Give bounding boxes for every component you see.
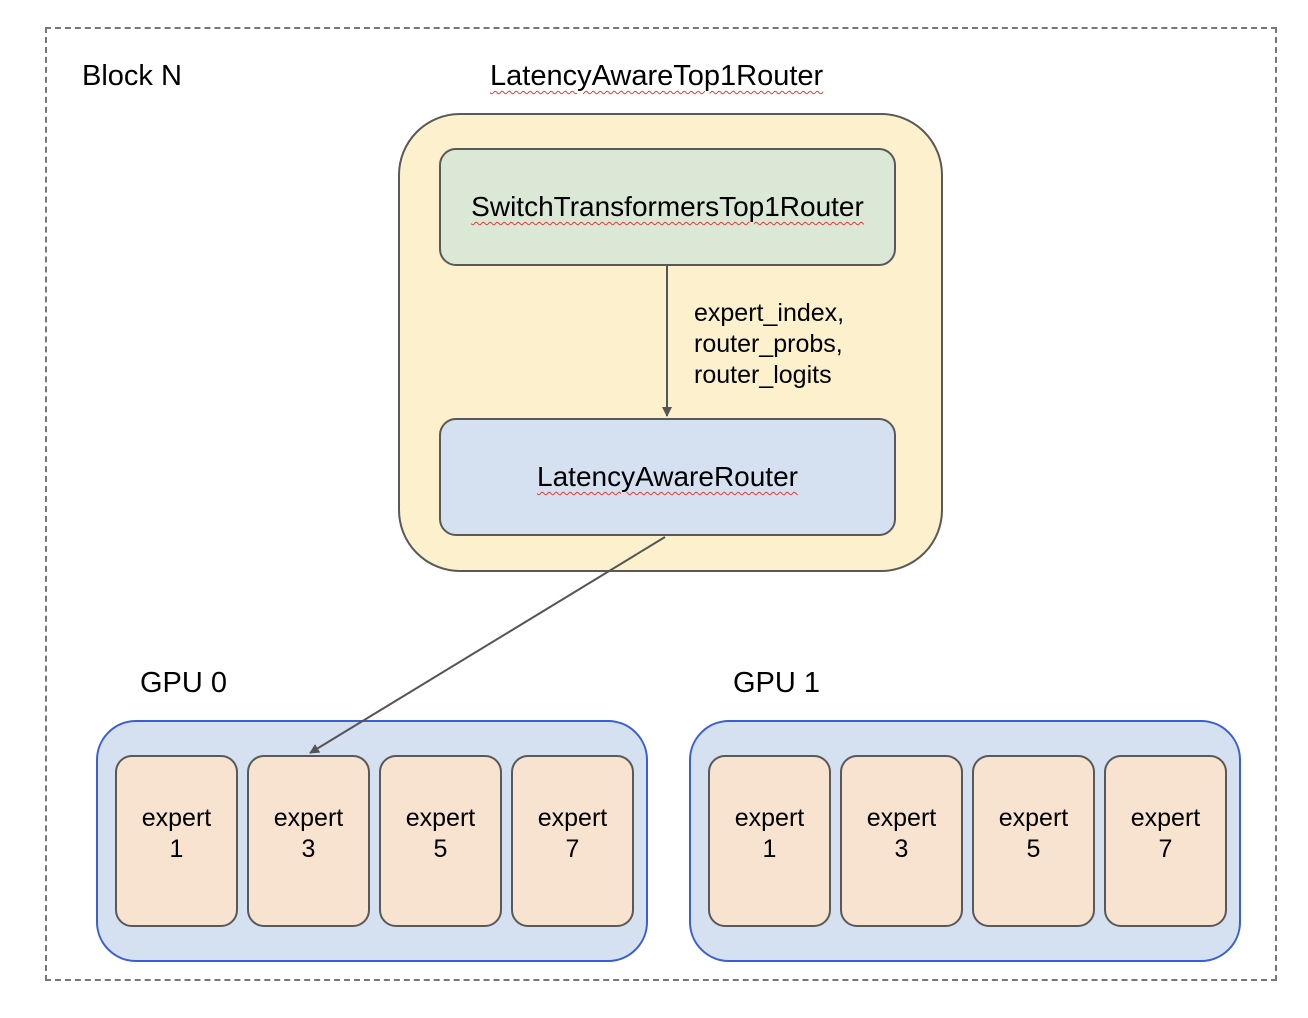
latency-aware-router-label: LatencyAwareRouter [537, 461, 798, 492]
edge-label-router-probs: router_probs, [694, 330, 843, 358]
router-title: LatencyAwareTop1Router [490, 60, 824, 92]
latency-aware-router-node: LatencyAwareRouter [439, 418, 896, 536]
switch-transformers-router-label: SwitchTransformersTop1Router [471, 191, 864, 222]
expert-number: 1 [169, 835, 184, 863]
expert-number: 7 [565, 835, 580, 863]
expert-word: expert [273, 804, 344, 832]
expert-number: 3 [894, 835, 909, 863]
expert-word: expert [1130, 804, 1201, 832]
expert-number: 5 [1026, 835, 1041, 863]
expert-number: 3 [301, 835, 316, 863]
gpu-0-expert-7: expert 7 [511, 755, 634, 927]
expert-word: expert [537, 804, 608, 832]
gpu-0-expert-5: expert 5 [379, 755, 502, 927]
gpu-1-label: GPU 1 [733, 667, 821, 699]
expert-number: 1 [762, 835, 777, 863]
expert-word: expert [405, 804, 476, 832]
expert-number: 7 [1158, 835, 1173, 863]
edge-label-outputs: expert_index, router_probs, router_logit… [694, 298, 844, 391]
gpu-0-expert-3: expert 3 [247, 755, 370, 927]
edge-label-router-logits: router_logits [694, 361, 832, 389]
gpu-1-expert-5: expert 5 [972, 755, 1095, 927]
gpu-0-expert-1: expert 1 [115, 755, 238, 927]
expert-word: expert [141, 804, 212, 832]
expert-word: expert [866, 804, 937, 832]
expert-number: 5 [433, 835, 448, 863]
expert-word: expert [734, 804, 805, 832]
switch-transformers-router-node: SwitchTransformersTop1Router [439, 148, 896, 266]
block-boundary [45, 27, 1277, 981]
block-label: Block N [82, 60, 182, 92]
expert-word: expert [998, 804, 1069, 832]
gpu-1-expert-3: expert 3 [840, 755, 963, 927]
gpu-1-expert-1: expert 1 [708, 755, 831, 927]
edge-label-expert-index: expert_index, [694, 299, 845, 327]
gpu-1-expert-7: expert 7 [1104, 755, 1227, 927]
gpu-0-label: GPU 0 [140, 667, 228, 699]
